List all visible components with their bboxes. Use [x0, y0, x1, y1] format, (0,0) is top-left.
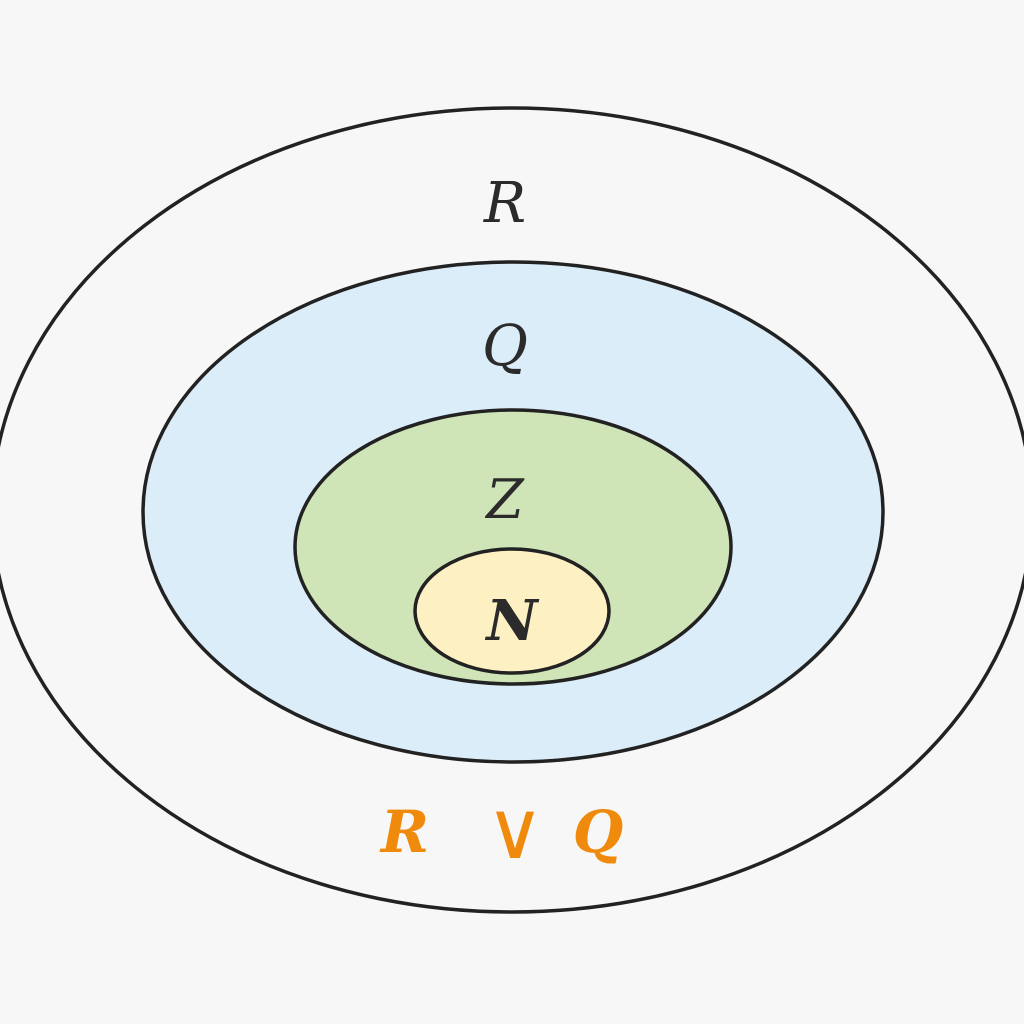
- set-n-label: N: [484, 588, 539, 654]
- union-annotation: R ∨ Q: [379, 784, 623, 877]
- set-z-label: Z: [484, 468, 525, 531]
- annotation-right-operand: Q: [573, 798, 624, 866]
- annotation-left-operand: R: [379, 798, 429, 866]
- set-q-label: Q: [482, 314, 528, 379]
- set-z-ellipse: [293, 408, 733, 686]
- set-n-ellipse: [413, 547, 611, 675]
- logical-or-icon: ∨: [486, 784, 545, 877]
- set-r-label: R: [483, 171, 526, 236]
